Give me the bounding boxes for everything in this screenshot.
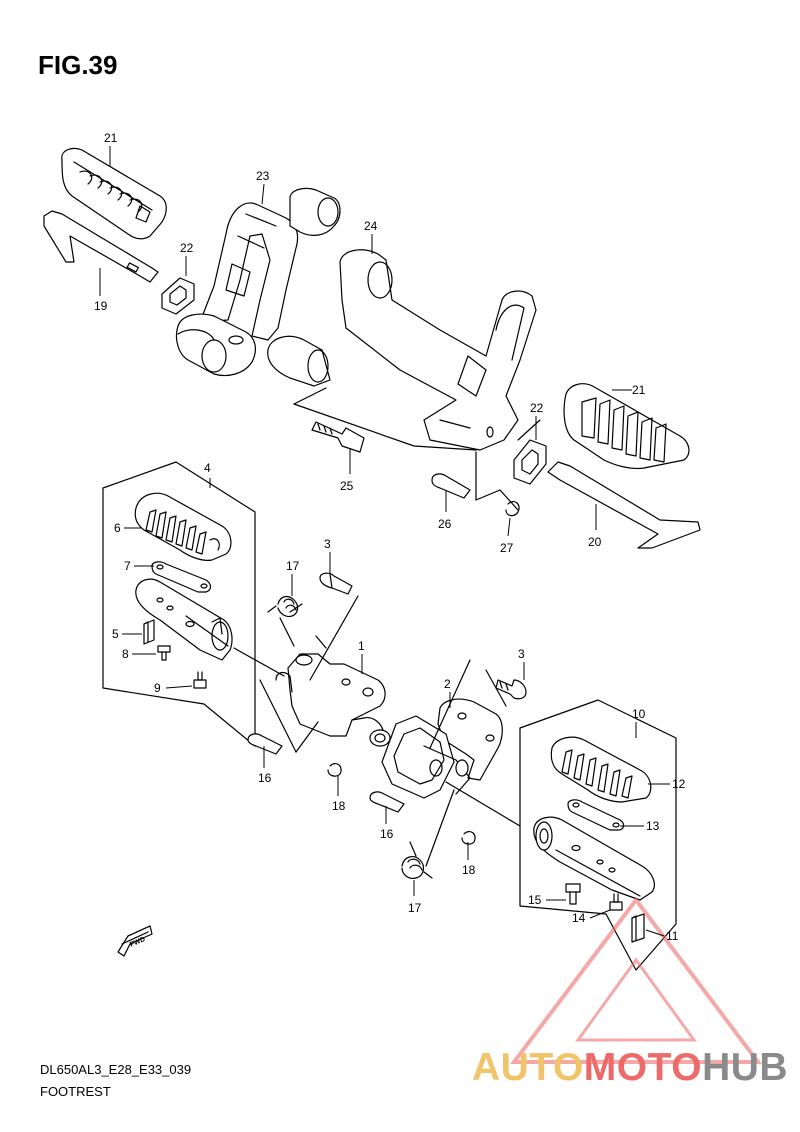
callout-c8: 8 — [122, 647, 129, 661]
callout-c21a: 21 — [104, 131, 118, 145]
leader-c11 — [645, 929, 665, 937]
plate-7 — [151, 561, 212, 593]
callout-c2: 2 — [444, 677, 451, 691]
callout-c3b: 3 — [518, 647, 525, 661]
callout-c16b: 16 — [380, 827, 394, 841]
callout-c23: 23 — [256, 169, 270, 183]
clip-27 — [505, 500, 520, 517]
watermark-logo: AUTOMOTOHUB — [472, 1046, 788, 1090]
pin-26 — [431, 473, 471, 499]
figure-title: FIG.39 — [38, 50, 118, 80]
callout-c20: 20 — [588, 535, 602, 549]
callout-labels: 21 23 22 24 19 21 22 25 26 27 20 4 6 7 58 9 17 3 1 16 18 3 2 16… — [94, 131, 686, 943]
bracket-24 — [267, 249, 537, 451]
clip-18-right — [461, 830, 476, 845]
damper-22-lower — [513, 439, 547, 485]
guide-lines-upper — [293, 387, 541, 511]
callout-c10: 10 — [632, 707, 646, 721]
footpeg-rubber-upper-right — [563, 383, 690, 470]
watermark-part-3: HUB — [702, 1046, 789, 1089]
callout-c18b: 18 — [462, 863, 476, 877]
callout-c17b: 17 — [408, 901, 422, 915]
forward-arrow-icon — [117, 925, 153, 957]
screw-15 — [565, 883, 581, 905]
callout-c27: 27 — [500, 541, 514, 555]
footpeg-body-10 — [533, 816, 655, 901]
bolt-3-upper — [319, 572, 353, 595]
spring-17-upper — [267, 595, 303, 618]
leader-c9 — [165, 685, 193, 689]
leader-c14 — [589, 909, 611, 919]
watermark-triangle-icon — [509, 896, 763, 1064]
callout-c24: 24 — [364, 219, 378, 233]
callout-c7: 7 — [124, 559, 131, 573]
footpeg-rubber-upper-left — [61, 147, 167, 240]
spring-17-lower — [401, 841, 433, 879]
bracket-2 — [381, 698, 503, 799]
screw-14 — [609, 893, 623, 911]
diagram-code: DL650AL3_E28_E33_039 — [40, 1062, 192, 1077]
pin-16-left — [247, 733, 283, 755]
pin-16-right — [369, 791, 405, 813]
callout-c25: 25 — [340, 479, 354, 493]
bracket-1 — [275, 653, 391, 747]
watermark-part-1: AUTO — [472, 1046, 584, 1089]
callout-c21b: 21 — [632, 383, 646, 397]
plate-19 — [43, 210, 159, 283]
bracket-23 — [175, 187, 341, 377]
callout-c26: 26 — [438, 517, 452, 531]
callout-c9: 9 — [154, 681, 161, 695]
leader-c27 — [507, 517, 511, 537]
callout-c15: 15 — [528, 893, 542, 907]
callout-c18a: 18 — [332, 799, 346, 813]
plate-13 — [567, 799, 625, 831]
callout-c16a: 16 — [258, 771, 272, 785]
footpeg-rubber-12 — [550, 736, 652, 803]
plate-20 — [547, 461, 701, 549]
callout-c19: 19 — [94, 299, 108, 313]
nut-5 — [143, 619, 155, 645]
watermark-part-2: MOTO — [583, 1046, 703, 1089]
footpeg-body-4 — [135, 578, 233, 661]
bolt-3-lower — [495, 679, 527, 700]
callout-c3a: 3 — [324, 537, 331, 551]
damper-22-upper — [161, 277, 195, 315]
assembly-box-10 — [519, 699, 677, 971]
callout-c17a: 17 — [286, 559, 300, 573]
callout-c4: 4 — [204, 461, 211, 475]
bolt-25 — [311, 421, 365, 453]
callout-c14: 14 — [572, 911, 586, 925]
callout-c22a: 22 — [180, 241, 194, 255]
callout-c1: 1 — [358, 639, 365, 653]
callout-c13: 13 — [646, 819, 660, 833]
callout-c12: 12 — [672, 777, 686, 791]
footpeg-rubber-6 — [134, 492, 232, 561]
screw-8 — [157, 645, 171, 661]
leader-c23 — [261, 183, 265, 205]
diagram-name: FOOTREST — [40, 1084, 111, 1099]
callout-c5: 5 — [112, 627, 119, 641]
screw-9 — [193, 671, 207, 689]
clip-18-left — [327, 762, 342, 777]
callout-c11: 11 — [666, 929, 679, 943]
nut-11 — [631, 913, 645, 943]
callout-c6: 6 — [114, 521, 121, 535]
leader-lines — [99, 146, 670, 937]
callout-c22b: 22 — [530, 401, 544, 415]
